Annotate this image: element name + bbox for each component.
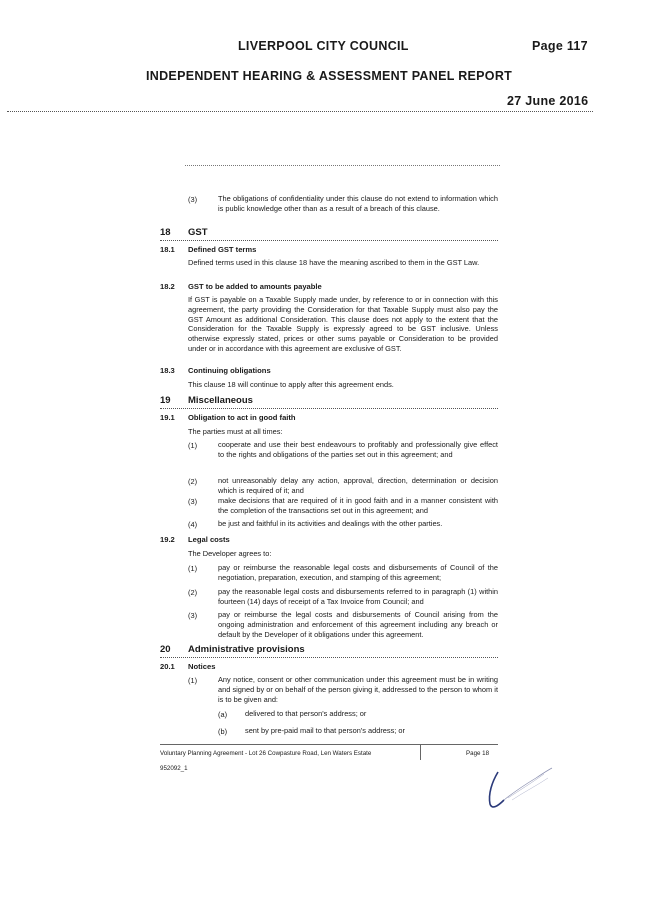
paragraph: If GST is payable on a Taxable Supply ma…: [188, 295, 498, 353]
page-number: Page 117: [532, 39, 588, 53]
item-number: (1): [188, 564, 198, 573]
report-date: 27 June 2016: [507, 94, 589, 108]
list-item: not unreasonably delay any action, appro…: [218, 476, 498, 495]
list-item: pay or reimburse the legal costs and dis…: [218, 610, 498, 639]
section-title: Administrative provisions: [188, 644, 305, 655]
section-rule: [160, 240, 498, 241]
item-letter: (b): [218, 727, 228, 736]
signature: [488, 767, 553, 808]
report-title: INDEPENDENT HEARING & ASSESSMENT PANEL R…: [146, 69, 513, 83]
subsection-title: Continuing obligations: [188, 366, 271, 375]
footer-separator: [420, 744, 421, 760]
list-item: pay the reasonable legal costs and disbu…: [218, 587, 498, 606]
paragraph: The parties must at all times:: [188, 427, 283, 436]
item-letter: (a): [218, 710, 228, 719]
list-item: Any notice, consent or other communicati…: [218, 675, 498, 704]
footer-page: Page 18: [466, 750, 490, 757]
top-rule: [185, 165, 500, 166]
list-item: pay or reimburse the reasonable legal co…: [218, 563, 498, 582]
list-item: delivered to that person's address; or: [245, 709, 367, 718]
section-number: 20: [160, 644, 171, 655]
header-divider: [7, 111, 593, 112]
footer-rule: [160, 744, 498, 745]
subsection-number: 19.1: [160, 413, 175, 422]
section-rule: [160, 408, 498, 409]
subsection-number: 18.1: [160, 245, 175, 254]
confidentiality-text: The obligations of confidentiality under…: [218, 194, 498, 213]
subsection-number: 18.2: [160, 282, 175, 291]
subsection-title: Legal costs: [188, 535, 230, 544]
section-title: GST: [188, 227, 208, 238]
list-item: sent by pre-paid mail to that person's a…: [245, 726, 405, 735]
footer-reference: 952092_1: [160, 765, 188, 772]
list-item: make decisions that are required of it i…: [218, 496, 498, 515]
list-item: cooperate and use their best endeavours …: [218, 440, 498, 459]
subsection-number: 18.3: [160, 366, 175, 375]
item-number: (2): [188, 477, 198, 486]
section-number: 18: [160, 227, 171, 238]
item-number: (1): [188, 441, 198, 450]
paragraph: Defined terms used in this clause 18 hav…: [188, 258, 480, 267]
item-number: (3): [188, 195, 198, 204]
subsection-number: 20.1: [160, 662, 175, 671]
section-title: Miscellaneous: [188, 395, 253, 406]
list-item: be just and faithful in its activities a…: [218, 519, 443, 528]
paragraph: The Developer agrees to:: [188, 549, 272, 558]
item-number: (3): [188, 497, 198, 506]
item-number: (2): [188, 588, 198, 597]
council-name: LIVERPOOL CITY COUNCIL: [238, 39, 409, 53]
section-number: 19: [160, 395, 171, 406]
subsection-title: Obligation to act in good faith: [188, 413, 296, 422]
paragraph: This clause 18 will continue to apply af…: [188, 380, 394, 389]
item-number: (1): [188, 676, 198, 685]
subsection-title: Notices: [188, 662, 216, 671]
subsection-title: Defined GST terms: [188, 245, 257, 254]
footer-title: Voluntary Planning Agreement - Lot 26 Co…: [160, 750, 372, 757]
item-number: (3): [188, 611, 198, 620]
item-number: (4): [188, 520, 198, 529]
subsection-number: 19.2: [160, 535, 175, 544]
section-rule: [160, 657, 498, 658]
subsection-title: GST to be added to amounts payable: [188, 282, 322, 291]
